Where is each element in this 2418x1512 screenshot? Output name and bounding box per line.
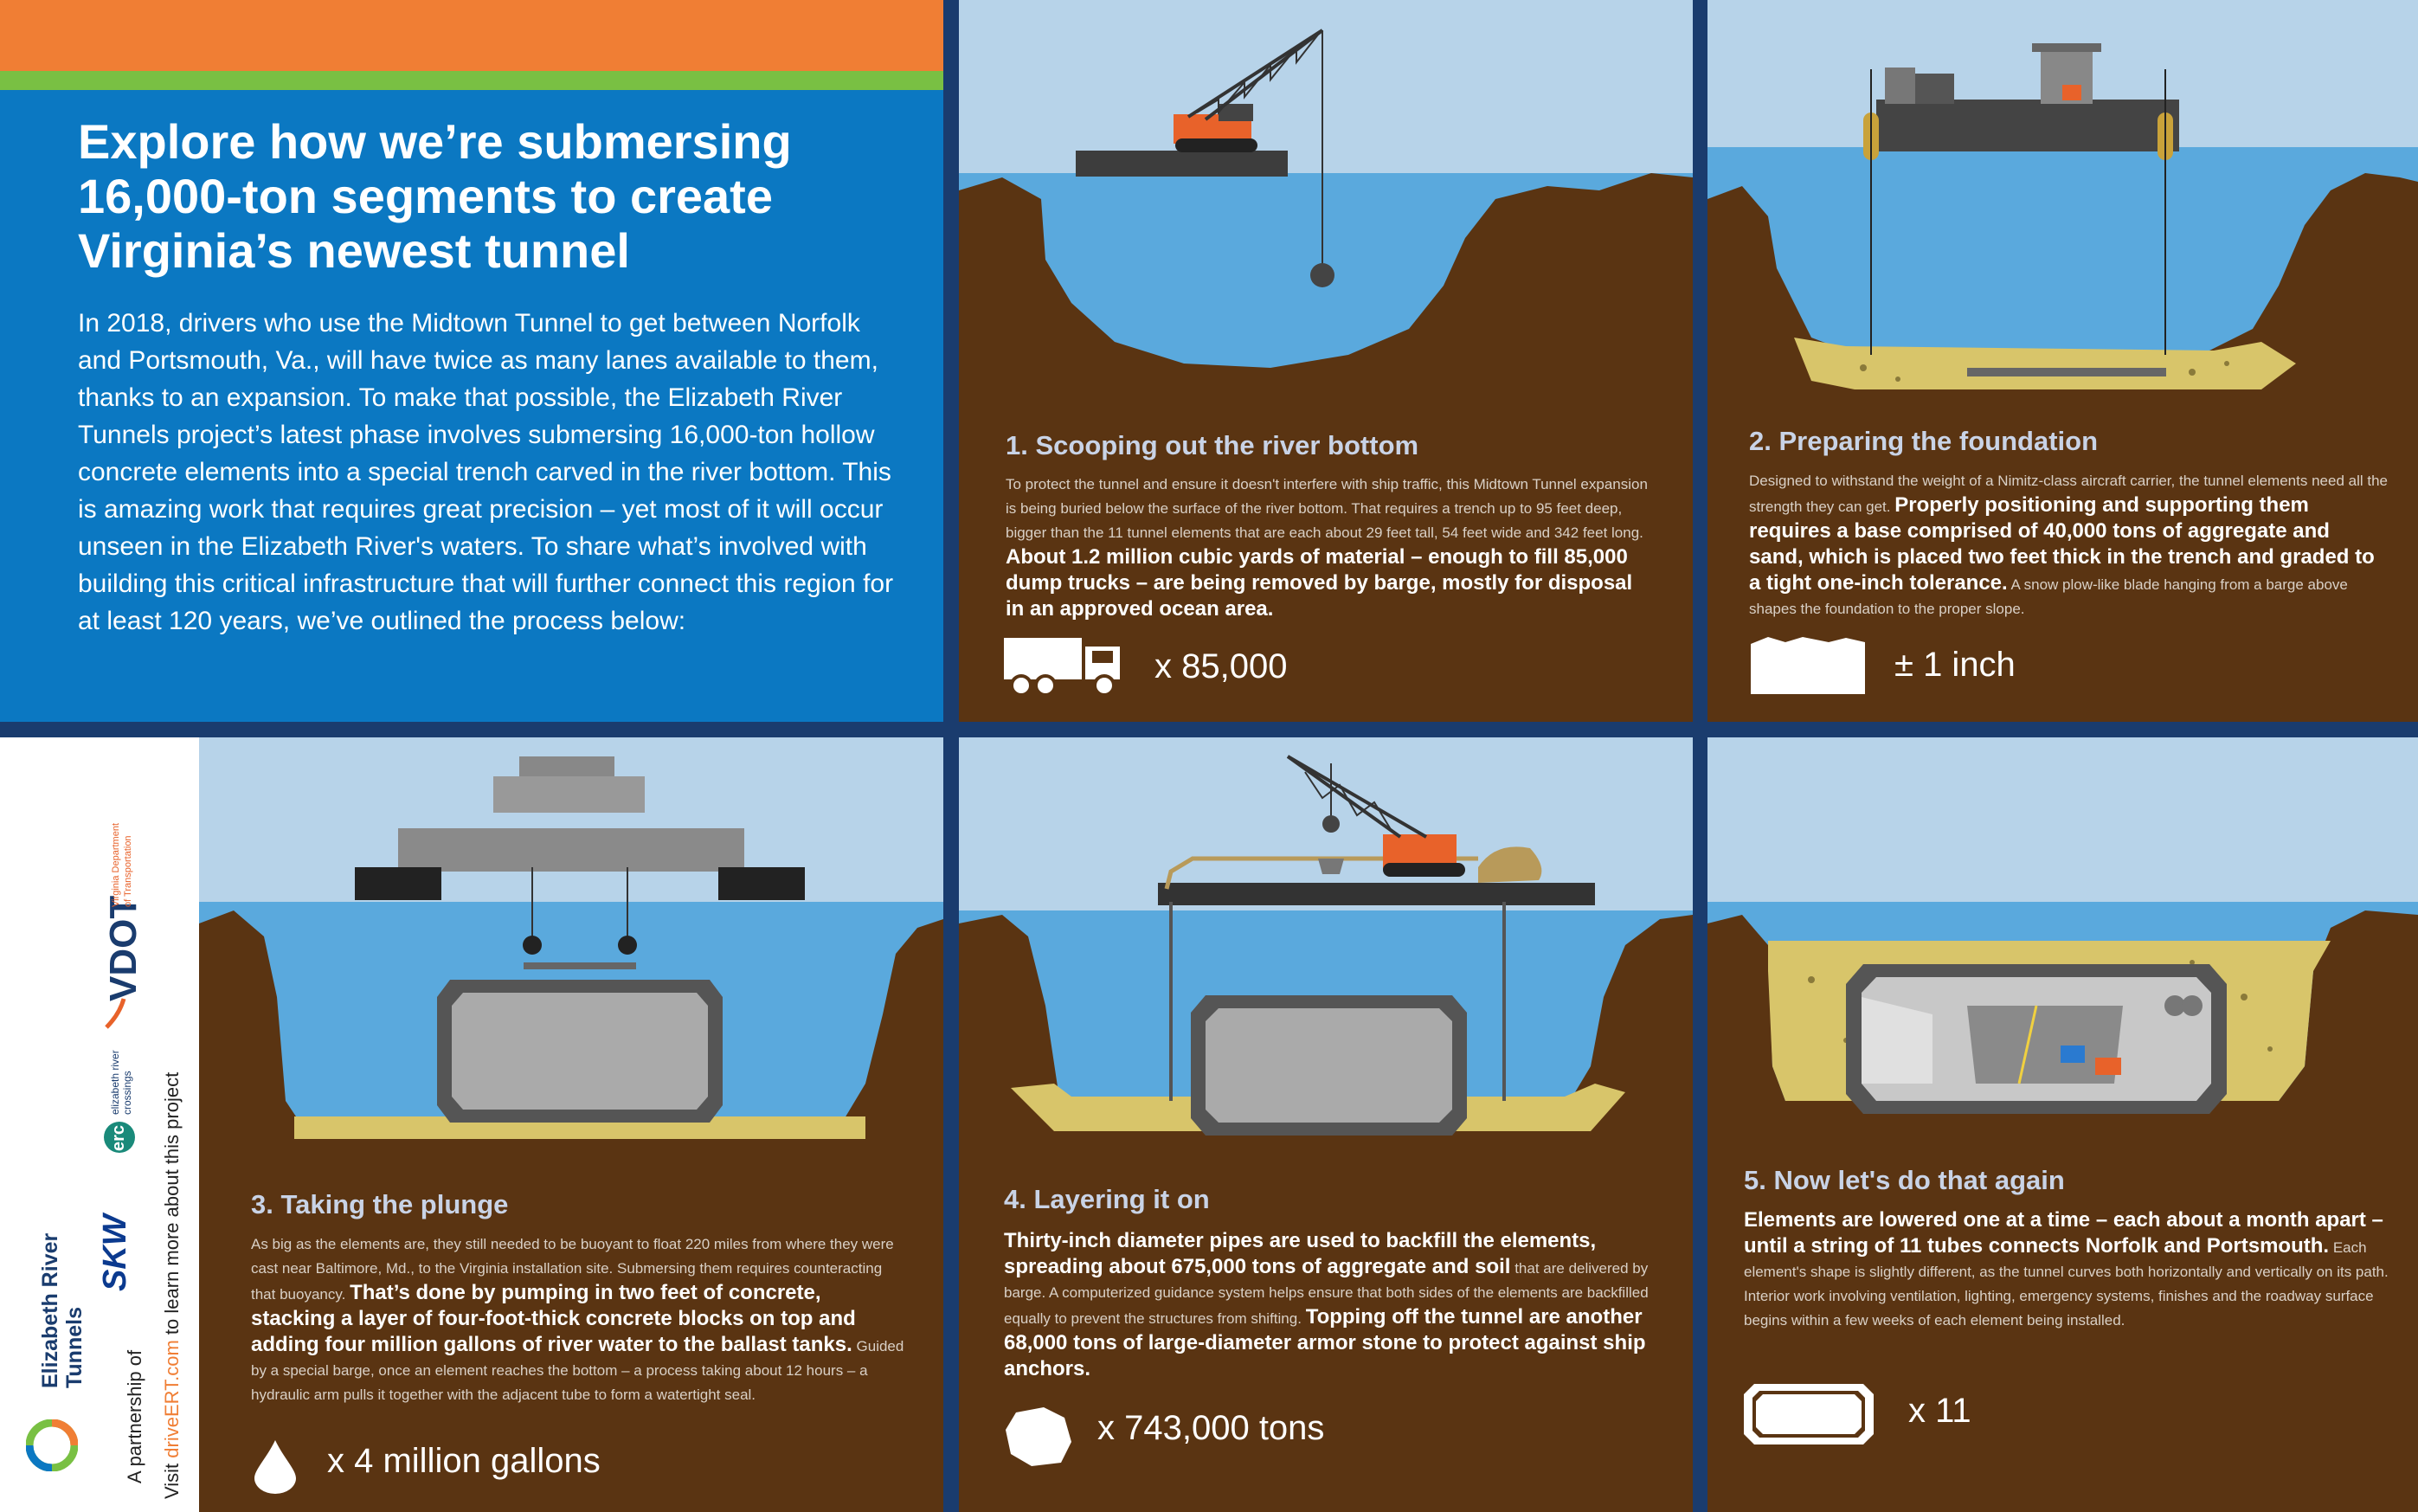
step-5-body-text: Each element's shape is slightly differe… [1744, 1239, 2389, 1329]
intro-panel: Explore how we’re submersing 16,000-ton … [0, 0, 943, 722]
erc-logo-text: erc [109, 1124, 128, 1151]
grading-blade [1967, 368, 2166, 376]
step-2-body-text: Designed to withstand the weight of a Ni… [1749, 473, 2388, 515]
step-5-panel: 5. Now let's do that again Elements are … [1707, 737, 2418, 1512]
step-2-stat: ± 1 inch [1894, 646, 2016, 684]
step-4-stat: x 743,000 tons [1097, 1409, 1325, 1447]
vdot-logo: VDOT [102, 895, 145, 1001]
step-1-body: To protect the tunnel and ensure it does… [1006, 473, 1655, 623]
clamshell-bucket [1310, 263, 1334, 287]
visit-suffix: to learn more about this project [161, 1071, 183, 1341]
step-3-panel: 3. Taking the plunge As big as the eleme… [199, 737, 943, 1512]
step-2-panel: 2. Preparing the foundation Designed to … [1707, 0, 2418, 722]
dredging-scene [959, 0, 1693, 441]
graded-surface-icon [1751, 637, 1865, 694]
vdot-logo-text2: of Transportation [123, 835, 133, 907]
dump-truck-icon [1004, 638, 1120, 697]
visit-text: Visit driveERT.com to learn more about t… [161, 1072, 183, 1499]
step-1-stat: x 85,000 [1154, 647, 1288, 685]
step-5-stat: x 11 [1908, 1392, 1971, 1430]
tunnel-element-icon [1744, 1384, 1874, 1444]
step-2-body-note: A snow plow-like blade hanging from a ba… [1749, 576, 2348, 617]
step-2-body-highlight: Properly positioning and supporting them… [1749, 493, 2375, 595]
step-4-panel: 4. Layering it on Thirty-inch diameter p… [959, 737, 1693, 1512]
backfill-scene [959, 737, 1693, 1512]
step-5-body: Elements are lowered one at a time – eac… [1744, 1208, 2402, 1333]
step-4-body: Thirty-inch diameter pipes are used to b… [1004, 1229, 1662, 1383]
step-2-title: 2. Preparing the foundation [1749, 426, 2099, 456]
grading-barge [1876, 100, 2179, 151]
partnership-text: A partnership of [124, 1349, 145, 1483]
step-1-panel: 1. Scooping out the river bottom To prot… [959, 0, 1693, 722]
barge [1076, 151, 1288, 177]
backfill-barge [1158, 883, 1595, 905]
orange-banner [0, 0, 943, 71]
erc-logo-text2: crossings [121, 1071, 133, 1115]
step-3-body-note: Guided by a special barge, once an eleme… [251, 1338, 904, 1403]
ert-logo-line1: Elizabeth River [38, 1232, 62, 1388]
step-5-body-highlight: Elements are lowered one at a time – eac… [1744, 1208, 2383, 1258]
ert-logo-line2: Tunnels [62, 1307, 87, 1388]
intro-title: Explore how we’re submersing 16,000-ton … [78, 114, 792, 278]
sand-base [1794, 338, 2296, 389]
step-4-body-text: that are delivered by barge. A computeri… [1004, 1260, 1649, 1327]
step-2-body: Designed to withstand the weight of a Ni… [1749, 469, 2389, 621]
stone-icon [1006, 1407, 1071, 1466]
ert-logo-icon [26, 1419, 78, 1471]
vdot-swoosh-icon [105, 998, 126, 1029]
step-1-body-text: To protect the tunnel and ensure it does… [1006, 476, 1648, 541]
water-drop-icon [254, 1440, 296, 1494]
completed-tunnel-scene [1707, 737, 2418, 1512]
step-4-body-highlight-2: Topping off the tunnel are another 68,00… [1004, 1305, 1646, 1380]
step-1-title: 1. Scooping out the river bottom [1006, 430, 1419, 460]
intro-body: In 2018, drivers who use the Midtown Tun… [78, 309, 894, 635]
website-link[interactable]: driveERT.com [161, 1340, 183, 1458]
step-3-body-highlight: That’s done by pumping in two feet of co… [251, 1281, 856, 1356]
step-5-title: 5. Now let's do that again [1744, 1165, 2065, 1195]
step-1-body-highlight: About 1.2 million cubic yards of materia… [1006, 545, 1633, 621]
erc-logo-text1: elizabeth river [109, 1050, 121, 1115]
erc-logo-icon [104, 1122, 135, 1153]
visit-prefix: Visit [161, 1457, 183, 1499]
plunge-scene [199, 737, 943, 1512]
skw-logo: SKW [97, 1214, 133, 1291]
step-3-body-text: As big as the elements are, they still n… [251, 1236, 894, 1303]
step-4-title: 4. Layering it on [1004, 1184, 1210, 1214]
foundation-scene [1707, 0, 2418, 415]
step-3-body: As big as the elements are, they still n… [251, 1232, 909, 1407]
partner-sidebar: Elizabeth River Tunnels A partnership of… [0, 737, 199, 1512]
step-3-stat: x 4 million gallons [327, 1442, 601, 1480]
vdot-logo-text1: Virginia Department [111, 822, 121, 907]
step-3-title: 3. Taking the plunge [251, 1189, 509, 1219]
green-stripe [0, 71, 943, 90]
step-4-body-highlight: Thirty-inch diameter pipes are used to b… [1004, 1229, 1597, 1278]
